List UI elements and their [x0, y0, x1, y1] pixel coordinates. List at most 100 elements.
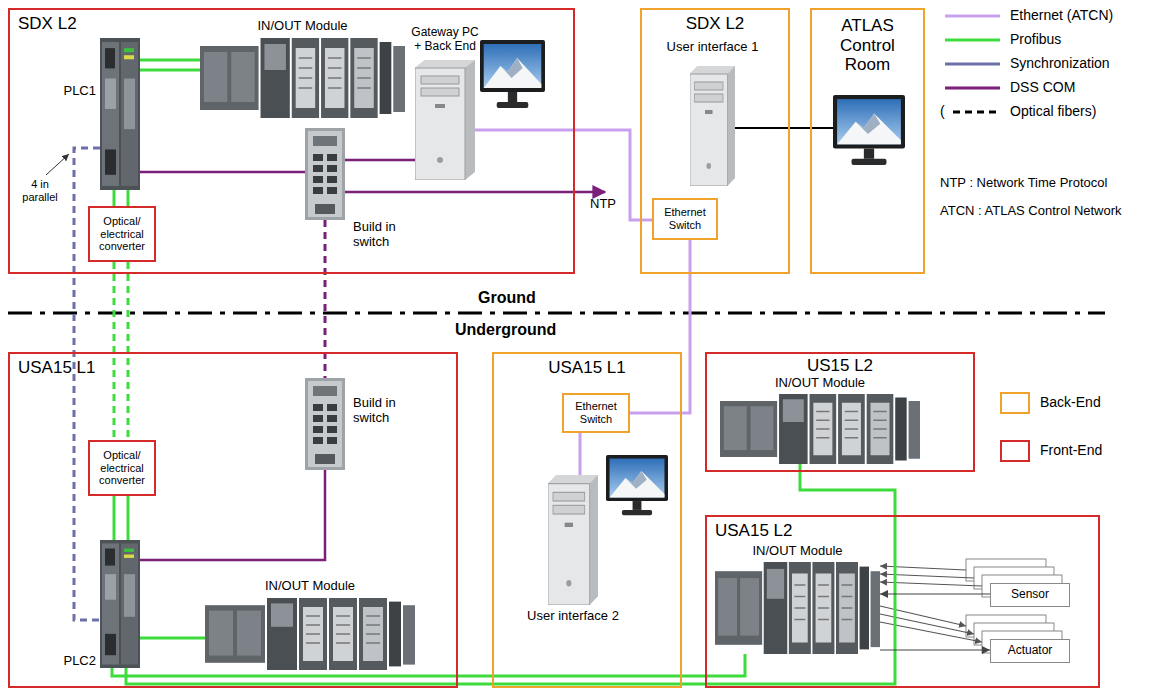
legend-line-sample	[945, 87, 1000, 90]
connector	[127, 262, 130, 440]
monitor-picture	[833, 95, 905, 165]
box-text: Ethernet Switch	[567, 400, 625, 425]
node-label: US15 L2	[707, 356, 973, 376]
switch-node: Build in switch	[305, 378, 345, 470]
node-label: PLC1	[58, 84, 96, 99]
front-end-region: US15 L2IN/OUT Module	[705, 352, 975, 472]
converter-box: Optical/ electrical converter	[88, 206, 156, 262]
legend-line-sample	[953, 111, 1000, 114]
front-end-region: USA15 L2IN/OUT ModuleSensorActuator	[705, 515, 1100, 688]
ground-line	[8, 312, 1105, 315]
connector	[140, 637, 205, 640]
connector	[579, 433, 582, 475]
legend-text: Front-End	[1040, 442, 1102, 458]
zone-label: Ground	[478, 289, 536, 307]
io-module-picture	[720, 394, 920, 464]
connector	[113, 262, 116, 440]
connector	[113, 190, 116, 206]
box-text: Optical/ electrical converter	[93, 215, 151, 253]
legend-text: Optical fibers)	[1010, 103, 1096, 119]
connector	[140, 59, 200, 62]
connector	[112, 654, 745, 676]
ethernet-switch-box: Ethernet Switch	[652, 198, 718, 240]
legend-box-sample	[1000, 392, 1030, 414]
box-text: Sensor	[1011, 588, 1049, 602]
back-end-region: SDX L2 User interface 1 Ethernet Switch	[640, 8, 790, 274]
node-label: PLC2	[56, 654, 96, 669]
node-label: USA15 L1	[18, 358, 96, 378]
connector-group	[74, 60, 990, 684]
actuator-box: Actuator	[990, 639, 1070, 663]
io-module-node: IN/OUT Module	[720, 394, 920, 464]
box-text: Ethernet Switch	[657, 206, 713, 231]
io-module-node: IN/OUT Module	[205, 598, 415, 670]
connector	[140, 69, 200, 72]
connector	[113, 496, 116, 540]
leader-arrow	[46, 154, 69, 175]
note-label: 4 in parallel	[14, 178, 66, 203]
connector	[140, 470, 325, 560]
node-label: SDX L2	[642, 14, 788, 34]
pc-picture	[690, 66, 735, 186]
legend-text: Synchronization	[1010, 55, 1110, 71]
legend-line-sample	[945, 15, 1000, 18]
io-module-node: IN/OUT Module	[715, 562, 880, 654]
pc-node: Gateway PC + Back End	[415, 60, 475, 180]
io-module-picture	[205, 598, 415, 670]
legend-box-sample	[1000, 440, 1030, 462]
switch-picture	[305, 128, 345, 220]
connector	[126, 464, 895, 684]
plc-node: PLC1	[100, 38, 140, 190]
monitor-picture	[480, 40, 545, 108]
node-label: USA15 L1	[494, 358, 680, 378]
pc-picture	[415, 60, 475, 180]
node-label: User interface 2	[513, 609, 633, 624]
connector	[880, 649, 990, 650]
back-end-region: USA15 L1 Ethernet SwitchUser interface 2	[492, 352, 682, 688]
signal-line	[880, 566, 966, 570]
signal-name: NTP	[590, 197, 616, 212]
front-end-region: USA15 L1Build in switchOptical/ electric…	[8, 352, 458, 688]
zone-label: Underground	[455, 321, 556, 339]
abbreviation-note: ATCN : ATLAS Control Network	[940, 204, 1122, 219]
pc-node: User interface 2	[548, 475, 598, 605]
legend-text: Ethernet (ATCN)	[1010, 7, 1113, 23]
connector	[140, 171, 305, 174]
node-label: SDX L2	[18, 14, 77, 34]
box-text: Actuator	[1008, 644, 1053, 658]
connector	[735, 127, 833, 129]
io-module-picture	[200, 38, 405, 118]
legend-text: Profibus	[1010, 31, 1061, 47]
pc-node: User interface 1	[690, 66, 735, 186]
switch-picture	[305, 378, 345, 470]
legend-line-sample	[945, 39, 1000, 42]
plc-picture	[100, 38, 140, 190]
node-label: ATLAS Control Room	[820, 16, 915, 75]
node-label: IN/OUT Module	[720, 376, 920, 391]
abbreviation-note: NTP : Network Time Protocol	[940, 176, 1107, 191]
back-end-region: ATLAS Control Room	[810, 8, 925, 274]
legend-bracket: (	[940, 103, 945, 119]
legend-samples	[945, 16, 1000, 112]
legend-text: DSS COM	[1010, 79, 1075, 95]
sensor-box: Sensor	[990, 583, 1070, 607]
node-label: User interface 1	[650, 40, 775, 55]
ethernet-switch-box: Ethernet Switch	[562, 393, 630, 433]
connector	[127, 190, 130, 206]
io-module-node: IN/OUT Module	[200, 38, 405, 118]
node-label: Gateway PC + Back End	[408, 26, 482, 54]
front-end-region: SDX L2PLC1IN/OUT ModuleGateway PC + Back…	[8, 8, 575, 274]
node-label: IN/OUT Module	[715, 544, 880, 559]
ntp-arrow	[345, 191, 605, 194]
connector	[345, 159, 415, 162]
node-label: IN/OUT Module	[200, 19, 405, 34]
legend-text: Back-End	[1040, 394, 1101, 410]
connector	[324, 220, 327, 378]
node-label: IN/OUT Module	[205, 579, 415, 594]
connector	[880, 593, 990, 594]
plc-picture	[100, 540, 140, 668]
